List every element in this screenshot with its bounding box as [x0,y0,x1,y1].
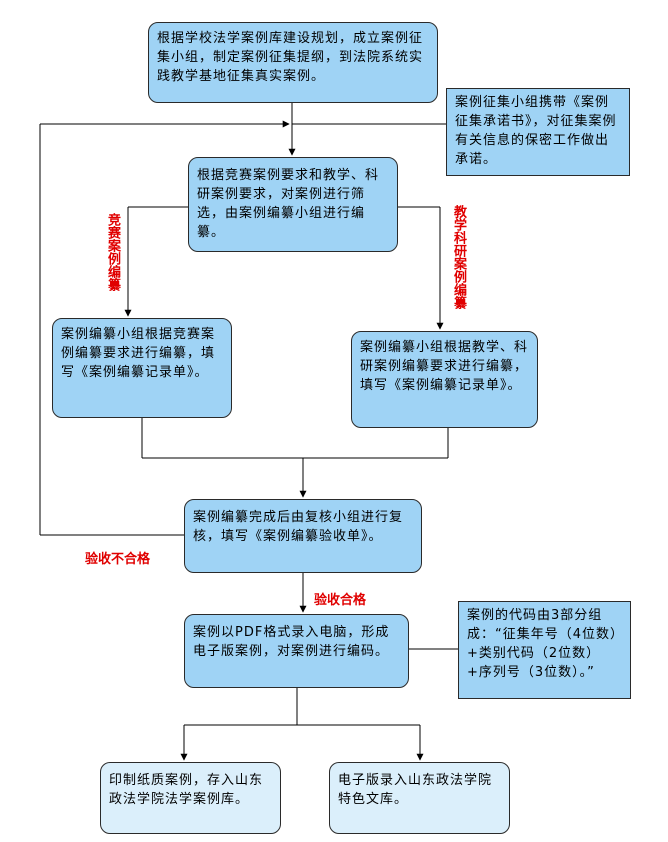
label-pass: 验收合格 [314,593,367,608]
node-competition-compile: 案例编纂小组根据竞赛案例编纂要求进行编纂，填写《案例编纂记录单》。 [52,318,232,418]
node-print-store: 印制纸质案例，存入山东政法学院法学案例库。 [100,762,281,834]
node-pdf-entry: 案例以PDF格式录入电脑，形成电子版案例，对案例进行编码。 [184,614,409,688]
node-promise-note: 案例征集小组携带《案例征集承诺书》，对征集案例有关信息的保密工作做出承诺。 [446,88,630,176]
label-research: 教学科研案例编纂 [451,205,466,309]
node-code-note: 案例的代码由3部分组成：“征集年号（4位数）+类别代码（2位数）+序列号（3位数… [458,601,631,699]
node-review: 案例编纂完成后由复核小组进行复核，填写《案例编纂验收单》。 [184,499,422,573]
node-screening: 根据竞赛案例要求和教学、科研案例要求，对案例进行筛选，由案例编纂小组进行编纂。 [188,157,398,252]
node-research-compile: 案例编纂小组根据教学、科研案例编纂要求进行编纂，填写《案例编纂记录单》。 [351,331,538,428]
label-competition: 竞赛案例编纂 [105,213,120,291]
node-electronic-store: 电子版录入山东政法学院特色文库。 [329,762,510,834]
node-planning: 根据学校法学案例库建设规划，成立案例征集小组，制定案例征集提纲，到法院系统实践教… [148,22,438,103]
label-fail: 验收不合格 [85,552,151,567]
